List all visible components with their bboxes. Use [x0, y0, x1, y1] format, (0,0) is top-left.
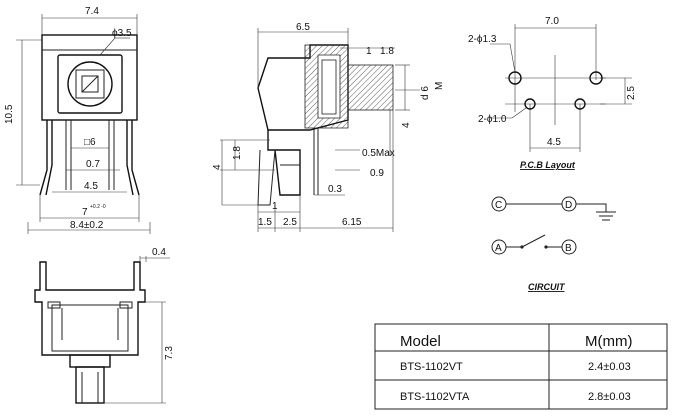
front-span-4-5-label: 4.5: [84, 181, 98, 192]
table-row-2-model: BTS-1102VTA: [400, 391, 470, 403]
side-max-label: 0.5Max: [362, 148, 395, 159]
pcb-span-label: 4.5: [547, 137, 561, 148]
side-dim-1-bottom-label: 1: [272, 201, 278, 212]
table-header-m: M(mm): [585, 333, 632, 350]
circuit-node-b: B: [565, 243, 572, 254]
pcb-hole-large-label: 2-ϕ1.3: [468, 34, 497, 45]
table-row-2-m: 2.8±0.03: [588, 391, 631, 403]
side-dim-6-15-label: 6.15: [342, 217, 362, 228]
circuit-node-c: C: [495, 200, 502, 211]
table-header-model: Model: [400, 333, 441, 350]
front-width-label: 7.4: [85, 6, 99, 17]
front-span-7-tol: +0.2 -0: [90, 204, 106, 210]
circuit: C D A B CIRCUIT: [491, 196, 616, 292]
side-dim-0-3-label: 0.3: [328, 184, 342, 195]
side-dim-1-8-left-label: 1.8: [232, 146, 243, 160]
side-dim-4-left-label: 4: [212, 164, 223, 170]
bottom-dim-0-4-label: 0.4: [152, 247, 166, 258]
circuit-caption: CIRCUIT: [528, 282, 566, 292]
bottom-view: 0.4 7.3: [34, 247, 175, 404]
side-actuator-dia-label: d 6: [420, 86, 431, 100]
pcb-caption: P.C.B Layout: [520, 160, 576, 170]
circuit-node-d: D: [565, 200, 572, 211]
table-row-1-model: BTS-1102VT: [400, 361, 463, 373]
pcb-width-label: 7.0: [545, 16, 559, 27]
pcb-hole-small-label: 2-ϕ1.0: [478, 114, 507, 125]
front-span-7-label: 7: [82, 207, 88, 218]
side-dim-2-5-label: 2.5: [283, 217, 297, 228]
table-row-1-m: 2.4±0.03: [588, 361, 631, 373]
side-dim-1-5-label: 1.5: [258, 217, 272, 228]
side-width-label: 6.5: [296, 22, 310, 33]
bottom-dim-7-3-label: 7.3: [164, 346, 175, 360]
circuit-node-a: A: [495, 243, 502, 254]
pcb-height-label: 2.5: [626, 86, 637, 100]
front-pin-d-label: □6: [84, 137, 96, 148]
front-view: 7.4 ϕ3.5 10.5 □6 0.7 4.5 7 +0.2 -0 8.4±0…: [4, 6, 151, 234]
front-hole-dia-label: ϕ3.5: [112, 28, 132, 39]
side-dim-4-right-label: 4: [401, 122, 412, 128]
front-span-total-label: 8.4±0.2: [70, 220, 104, 231]
side-m-label: M: [434, 82, 445, 90]
front-pitch-label: 0.7: [86, 159, 100, 170]
model-table: Model M(mm) BTS-1102VT 2.4±0.03 BTS-1102…: [374, 323, 668, 410]
front-height-label: 10.5: [4, 104, 15, 124]
side-dim-0-9-label: 0.9: [370, 168, 384, 179]
side-view: 6.5 1 1.8 d 6 M 4 1.8 4 0.5Max 0.9 0.3 1…: [212, 22, 445, 232]
side-dim-1-8-label: 1.8: [380, 46, 394, 57]
pcb-layout: 7.0 2-ϕ1.3 2-ϕ1.0 2.5 4.5 P.C.B Layout: [468, 16, 637, 170]
side-dim-1-label: 1: [366, 46, 372, 57]
